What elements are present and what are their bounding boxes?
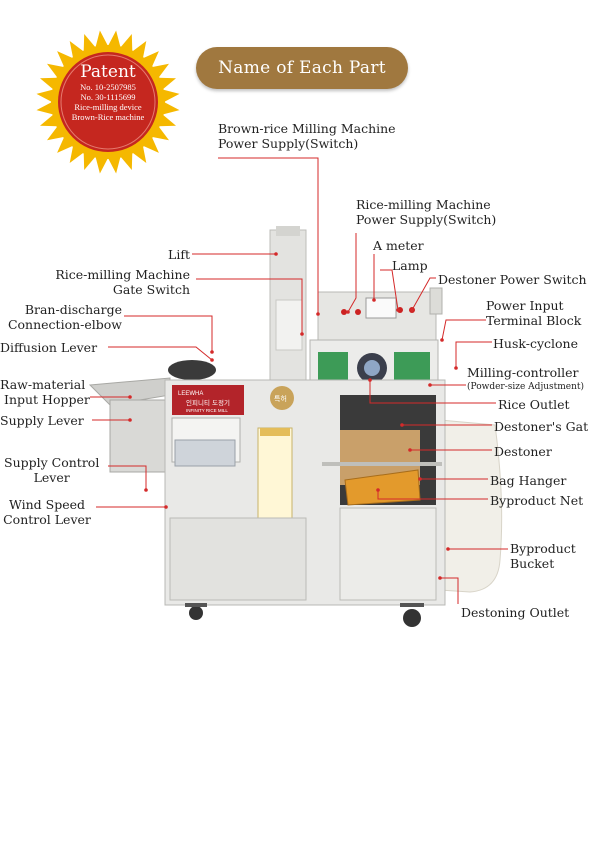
leader-dot [346,310,350,314]
label-lamp: Lamp [392,258,428,273]
label-supply-control: Supply Control Lever [4,455,100,485]
page-title: Name of Each Part [218,58,386,78]
label-bag-hanger: Bag Hanger [490,473,567,488]
patent-title: Patent [80,62,136,82]
leader-dot [210,350,214,354]
bag-hanger-bar [322,462,442,466]
leader-destoner-switch [411,277,436,311]
label-rice-milling-switch: Rice-milling Machine Power Supply(Switch… [356,197,497,227]
leader-gate-switch [196,278,303,334]
label-milling-controller: Milling-controller (Powder-size Adjustme… [467,365,585,392]
sight-glass [257,427,293,519]
label-bran-discharge: Bran-discharge Connection-elbow [7,302,122,332]
leader-dot [372,298,376,302]
destoner-tray [344,469,421,506]
leader-dot [368,378,372,382]
leader-destoning-outlet [440,577,459,604]
leader-dot [428,383,432,387]
label-rice-outlet: Rice Outlet [498,397,570,412]
label-byproduct-bucket: Byproduct Bucket [510,541,576,571]
stamp-text: 특허 [274,394,287,403]
leader-dot [164,505,168,509]
patent-line: No. 30-1115699 [80,92,136,102]
label-gate-switch: Rice-milling Machine Gate Switch [55,267,190,297]
leader-lamp [380,269,399,311]
leader-dot [408,448,412,452]
leader-diffusion-lever [108,346,213,361]
label-lift: Lift [168,247,190,262]
leader-dot [400,423,404,427]
leader-dot [376,488,380,492]
leader-rice-milling-switch [347,233,357,313]
label-supply-lever: Supply Lever [0,413,84,428]
patent-line: Brown-Rice machine [71,112,145,122]
leader-dot [438,576,442,580]
caster-wheel [189,606,203,620]
label-husk-cyclone: Husk-cyclone [493,336,578,351]
leader-dot [440,338,444,342]
caster-wheel [403,609,421,627]
bran-elbow [168,360,216,380]
leader-dot [128,395,132,399]
label-destoner: Destoner [494,444,552,459]
badge-inner-circle [58,52,158,152]
leader-dot [144,488,148,492]
leader-dot [128,418,132,422]
leader-bran-discharge [124,315,213,352]
leader-dot [396,308,400,312]
label-brown-rice-switch: Brown-rice Milling Machine Power Supply(… [218,121,396,151]
leader-dot [446,547,450,551]
leader-byproduct-net [377,490,488,500]
leader-brown-rice-switch [218,157,319,314]
label-diffusion-lever: Diffusion Lever [0,340,98,355]
leader-dot [274,252,278,256]
leader-dot [210,358,214,362]
label-wind-speed: Wind Speed Control Lever [3,497,91,527]
leader-dot [316,312,320,316]
title-pill [196,47,408,89]
label-destoning-outlet: Destoning Outlet [461,605,570,620]
label-hopper: Raw-material Input Hopper [0,377,90,407]
a-meter [365,297,397,319]
label-destoner-switch: Destoner Power Switch [438,272,587,287]
brand-plate [172,385,244,415]
leader-dot [410,308,414,312]
leader-dot [454,366,458,370]
leader-supply-control [108,465,147,490]
leader-husk-cyclone [455,341,492,368]
patent-text: Patent No. 10-2507985 No. 30-1115699 Ric… [50,62,166,122]
brand-text: LEEWHA [178,391,203,397]
english-name: INFINITY RICE MILL [186,408,228,413]
label-byproduct-net: Byproduct Net [490,493,584,508]
korean-name: 인피니티 도정기 [186,398,230,407]
patent-stamp [270,386,294,410]
label-destoners-gate: Destoner's Gat [494,419,589,434]
patent-line: No. 10-2507985 [80,82,136,92]
label-a-meter: A meter [373,238,424,253]
leader-power-input [441,319,486,341]
patent-line: Rice-milling device [74,102,142,112]
leader-dot [418,477,422,481]
leader-rice-outlet [369,380,496,404]
leader-dot [300,332,304,336]
label-power-input: Power Input Terminal Block [486,298,582,328]
